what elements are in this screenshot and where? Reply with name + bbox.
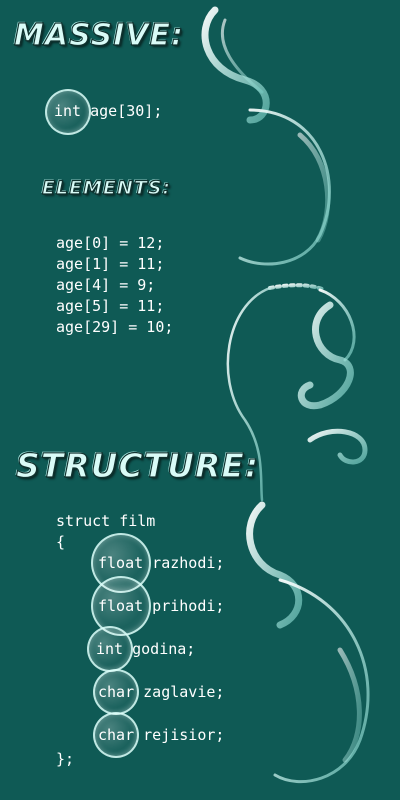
swirl-arc-upper-2 — [297, 132, 331, 243]
element-line: age[5] = 11; — [56, 297, 165, 315]
elements-list: age[0] = 12; age[1] = 11; age[4] = 9; age[5… — [56, 212, 173, 359]
swirl-beads — [268, 283, 327, 292]
heading-massive: MASSIVE: — [13, 17, 185, 53]
element-line: age[1] = 11; — [56, 255, 165, 273]
type-keyword: int — [44, 88, 91, 135]
struct-field: float prihodi; — [90, 576, 224, 636]
struct-open-brace: { — [56, 533, 66, 551]
struct-close-brace: }; — [56, 750, 75, 768]
swirl-curl-small — [307, 428, 368, 465]
array-declaration: int age[30]; — [44, 88, 163, 135]
struct-field: char zaglavie; — [93, 669, 224, 715]
element-line: age[0] = 12; — [56, 234, 165, 252]
swirl-leaf-middle — [297, 301, 354, 410]
heading-structure: STRUCTURE: — [15, 445, 260, 485]
struct-name-line: struct film — [56, 512, 156, 530]
struct-field: char rejisior; — [93, 712, 224, 758]
swirl-arc-lower-2 — [337, 647, 362, 763]
struct-field: float razhodi; — [90, 533, 224, 593]
struct-header: struct film { — [56, 511, 155, 553]
swirl-leaf-top-inner — [220, 18, 264, 94]
swirl-arc-lower — [273, 578, 370, 784]
element-line: age[4] = 9; — [56, 276, 156, 294]
swirl-arc-middle-right — [318, 288, 356, 362]
struct-field: int godina; — [86, 626, 195, 672]
declaration-rest: age[30]; — [81, 102, 163, 120]
element-line: age[29] = 10; — [56, 318, 174, 336]
heading-elements: ELEMENTS: — [41, 176, 172, 199]
swirl-leaf-lower — [246, 501, 303, 629]
swirl-arc-middle — [226, 286, 272, 502]
